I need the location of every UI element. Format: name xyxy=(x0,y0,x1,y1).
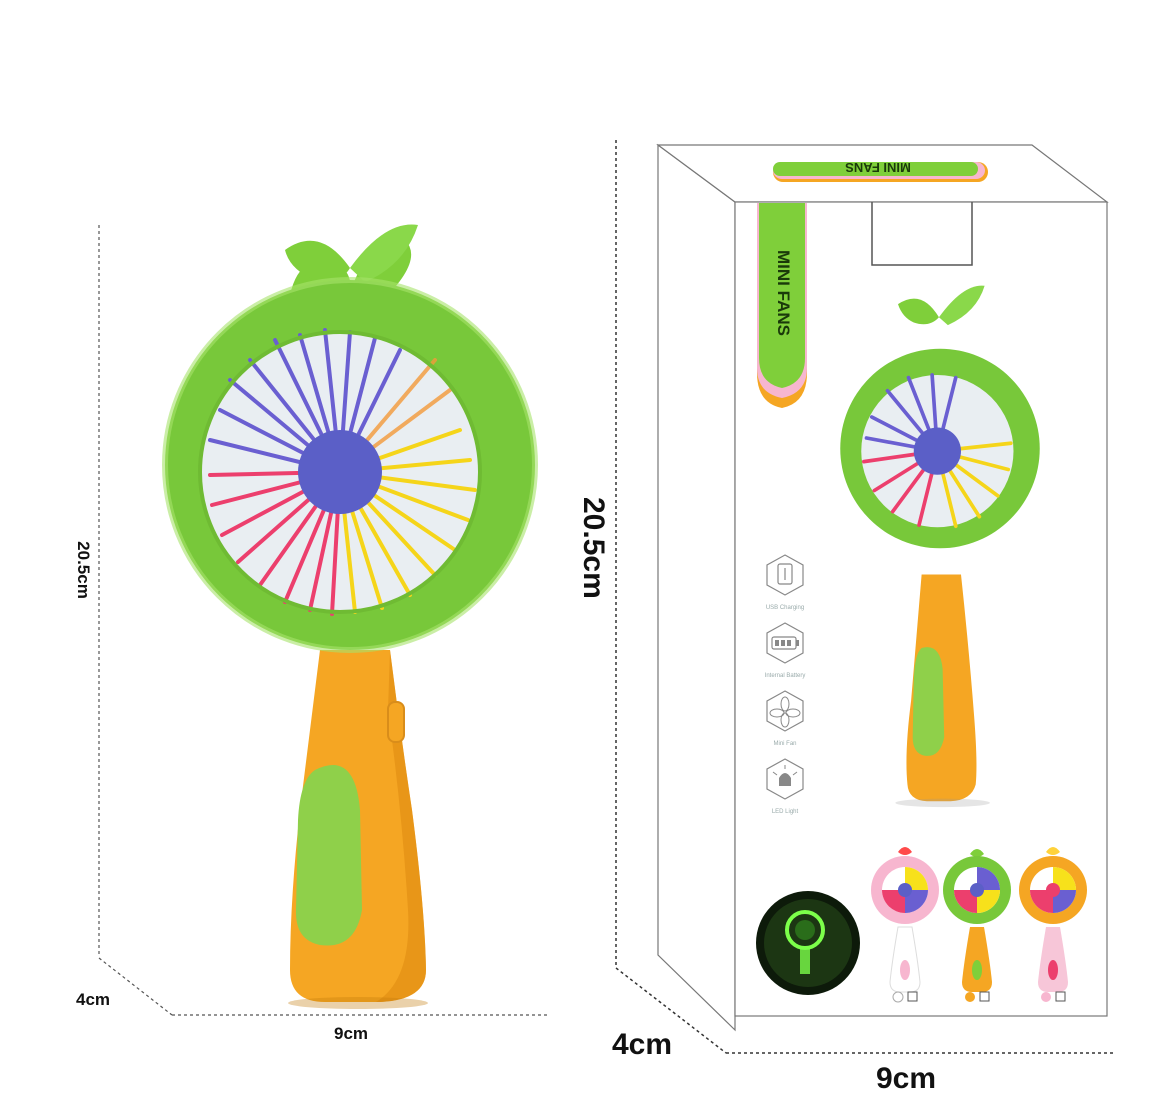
left-dimension-lines xyxy=(98,225,548,1016)
feature-label: USB Charging xyxy=(765,605,805,611)
feature-label: Internal Battery xyxy=(764,673,806,679)
usb-charging-icon xyxy=(766,554,804,596)
left-fan-illustration xyxy=(162,224,538,1009)
led-light-icon xyxy=(766,758,804,800)
feature-led-light: LED Light xyxy=(755,754,815,815)
battery-icon xyxy=(766,622,804,664)
feature-internal-battery: Internal Battery xyxy=(755,618,815,679)
feature-label: Mini Fan xyxy=(773,741,797,747)
box-depth-label: 4cm xyxy=(612,1028,673,1061)
glow-thumbnail xyxy=(755,890,861,996)
box-fan-illustration xyxy=(840,285,1040,808)
box-height-label: 20.5cm xyxy=(577,497,610,599)
box-brand-label: MINI FANS xyxy=(774,250,793,336)
feature-label: LED Light xyxy=(771,809,799,815)
left-width-label: 9cm xyxy=(334,1024,369,1043)
color-variant-pink xyxy=(871,847,939,1003)
box-width-label: 9cm xyxy=(876,1062,937,1095)
left-depth-label: 4cm xyxy=(76,990,111,1009)
color-variant-orange xyxy=(1019,847,1087,1002)
color-variant-green xyxy=(943,849,1011,1002)
box-figure: 20.5cm 4cm 9cm MINI FANS MINI FANS xyxy=(577,0,1171,1115)
box-top-banner: MINI FANS xyxy=(768,160,998,186)
box-top-label: MINI FANS xyxy=(845,160,911,175)
box-side-banner: MINI FANS xyxy=(755,203,811,408)
fan-icon xyxy=(766,690,804,732)
feature-usb-charging: USB Charging xyxy=(755,550,815,611)
left-height-label: 20.5cm xyxy=(74,541,93,599)
feature-mini-fan: Mini Fan xyxy=(755,686,815,747)
left-product-figure: 20.5cm 4cm 9cm xyxy=(0,0,580,1115)
